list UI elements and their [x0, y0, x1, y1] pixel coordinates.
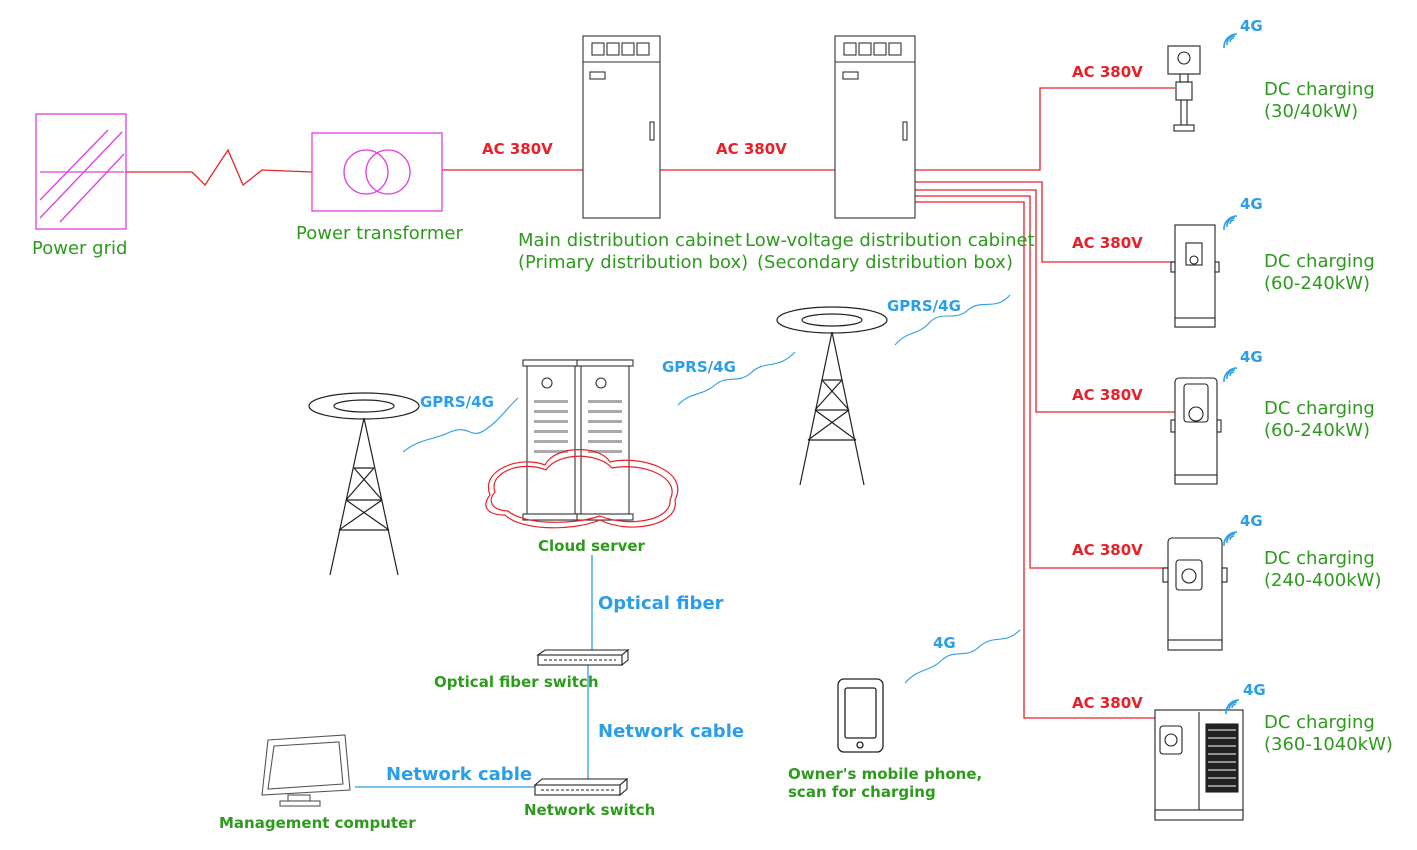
main-cabinet-label: Main distribution cabinet (Primary distr… [518, 230, 749, 273]
cloud-server-label: Cloud server [538, 537, 645, 555]
main-cabinet-icon [582, 35, 661, 219]
charger-4-power: (240-400kW) [1264, 569, 1382, 591]
network-switch-label: Network switch [524, 801, 656, 819]
lv-cabinet-icon [834, 35, 916, 219]
transformer-icon [311, 132, 443, 212]
charger-4-label: DC charging (240-400kW) [1264, 548, 1381, 591]
charger-4-signal: 4G [1240, 512, 1263, 530]
charger-2-label: DC charging (60-240kW) [1264, 251, 1375, 294]
phone-label-line2: scan for charging [788, 783, 936, 801]
gprs-label-middle: GPRS/4G [662, 358, 736, 376]
charger-3-power: (60-240kW) [1264, 419, 1371, 441]
charger-5-vents [1208, 729, 1236, 787]
phone-signal-label: 4G [933, 634, 956, 652]
gprs-label-right: GPRS/4G [887, 297, 961, 315]
lv-cabinet-label: Low-voltage distribution cabinet (Second… [745, 230, 1035, 273]
charger-2-title: DC charging [1264, 251, 1375, 272]
charger-1-title: DC charging [1264, 79, 1375, 100]
optical-fiber-switch-label: Optical fiber switch [434, 673, 599, 691]
optical-fiber-switch-icon [536, 648, 630, 667]
phone-label: Owner's mobile phone, scan for charging [788, 765, 982, 801]
lv-cabinet-label-line2: (Secondary distribution box) [757, 251, 1013, 273]
charger-4-title: DC charging [1264, 548, 1375, 569]
main-cabinet-label-line2: (Primary distribution box) [518, 251, 749, 273]
power-grid-icon [35, 113, 127, 230]
power-transformer-label: Power transformer [296, 223, 463, 244]
network-cable-label-horizontal: Network cable [386, 764, 533, 785]
management-computer-label: Management computer [219, 814, 416, 832]
charger-3-signal: 4G [1240, 348, 1263, 366]
signal-tower-left-icon [308, 392, 420, 576]
charger-5-power: (360-1040kW) [1264, 733, 1393, 755]
charger-60-240kw-b-icon [1170, 377, 1222, 485]
gprs-label-left: GPRS/4G [420, 393, 494, 411]
charger-360-1040kw-icon [1154, 709, 1244, 821]
ac-label-charger-2: AC 380V [1072, 234, 1143, 252]
ac-label-charger-3: AC 380V [1072, 386, 1143, 404]
power-lines [125, 87, 1175, 719]
network-switch-icon [533, 777, 629, 797]
data-lines [355, 555, 593, 788]
phone-label-line1: Owner's mobile phone, [788, 765, 983, 783]
ac-label-main-lv: AC 380V [716, 140, 787, 158]
ac-label-charger-1: AC 380V [1072, 63, 1143, 81]
charger-30-40kw-icon [1167, 45, 1201, 132]
lv-cabinet-label-line1: Low-voltage distribution cabinet [745, 230, 1035, 251]
ac-label-charger-4: AC 380V [1072, 541, 1143, 559]
mobile-phone-icon [837, 678, 884, 753]
charger-60-240kw-a-icon [1170, 224, 1220, 328]
signal-tower-middle-icon [776, 306, 888, 486]
charger-5-label: DC charging (360-1040kW) [1264, 712, 1393, 755]
charger-3-title: DC charging [1264, 398, 1375, 419]
charger-1-signal: 4G [1240, 17, 1263, 35]
charger-1-label: DC charging (30/40kW) [1264, 79, 1375, 122]
wireless-waves [402, 294, 1021, 684]
ac-label-grid-main: AC 380V [482, 140, 553, 158]
charger-1-power: (30/40kW) [1264, 100, 1359, 122]
power-grid-label: Power grid [32, 238, 128, 259]
cloud-server-icon [485, 359, 679, 529]
main-cabinet-label-line1: Main distribution cabinet [518, 230, 742, 251]
charger-5-title: DC charging [1264, 712, 1375, 733]
wifi-signal-icons [1223, 33, 1240, 715]
charger-5-signal: 4G [1243, 681, 1266, 699]
network-cable-label-vertical: Network cable [598, 721, 745, 742]
charger-2-signal: 4G [1240, 195, 1263, 213]
charger-2-power: (60-240kW) [1264, 272, 1371, 294]
charger-240-400kw-icon [1162, 537, 1228, 651]
ac-label-charger-5: AC 380V [1072, 694, 1143, 712]
charger-3-label: DC charging (60-240kW) [1264, 398, 1375, 441]
management-computer-icon [261, 734, 351, 807]
optical-fiber-label: Optical fiber [598, 593, 724, 614]
